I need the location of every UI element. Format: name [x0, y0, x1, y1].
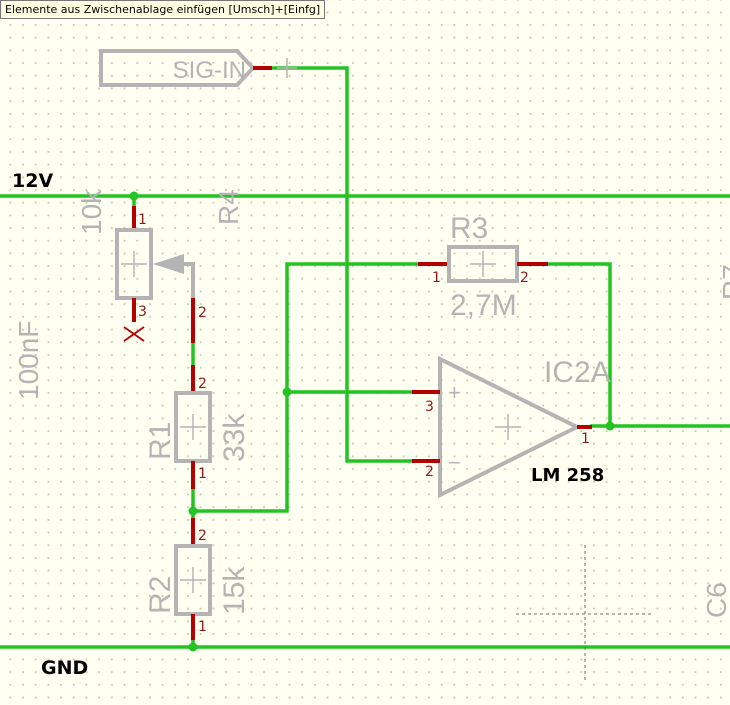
- opamp-pin-2: 2: [425, 464, 434, 480]
- opamp-pin-1: 1: [581, 431, 590, 447]
- junctions: [129, 191, 615, 652]
- r1-value: 33k: [218, 413, 251, 462]
- r2-name: R2: [144, 576, 177, 614]
- wire-feedback: [548, 262, 612, 426]
- opamp-value: LM 258: [531, 465, 604, 486]
- r4-pin-1: 1: [138, 212, 147, 228]
- partial-right-top: R7: [717, 264, 730, 300]
- r3-name: R3: [450, 212, 488, 245]
- r3-value: 2,7M: [450, 289, 517, 322]
- r4-name: R4: [213, 189, 244, 225]
- opamp-minus-sign: −: [448, 450, 461, 475]
- junction-12v: [129, 191, 139, 201]
- r1-name: R1: [144, 422, 177, 460]
- r4-pin-3: 3: [138, 304, 147, 320]
- net-label-12v[interactable]: 12V: [12, 170, 53, 192]
- junction-noninv: [282, 387, 292, 397]
- wire-divider-node: [191, 262, 418, 513]
- r2-pin-1: 1: [198, 619, 207, 635]
- sig-in-port[interactable]: SIG-IN: [99, 49, 297, 87]
- tooltip: Elemente aus Zwischenablage einfügen [Um…: [0, 0, 326, 19]
- r3-resistor[interactable]: 1 2 R3 2,7M: [418, 212, 548, 322]
- partial-left-value: 100nF: [13, 321, 44, 400]
- ic2a-opamp[interactable]: + − 3 2 1 IC2A LM 258: [412, 355, 611, 499]
- r4-potentiometer[interactable]: 1 3 2 10k R4: [76, 189, 244, 343]
- r2-pin-2: 2: [198, 528, 207, 544]
- cursor-crosshair-icon: [516, 545, 654, 683]
- r1-resistor[interactable]: 2 1 R1 33k: [144, 365, 251, 489]
- r4-value: 10k: [76, 189, 107, 235]
- opamp-plus-sign: +: [448, 380, 461, 405]
- r3-pin-2: 2: [520, 270, 529, 286]
- r2-resistor[interactable]: 2 1 R2 15k: [144, 518, 251, 640]
- r2-value: 15k: [218, 566, 251, 615]
- wiper-arrow-icon: [153, 254, 184, 274]
- partial-right-bottom: C6: [701, 582, 730, 618]
- net-label-gnd[interactable]: GND: [41, 657, 88, 679]
- wires: [0, 66, 730, 649]
- opamp-pin-3: 3: [425, 399, 434, 415]
- junction-r1-r2: [188, 506, 198, 516]
- r1-pin-2: 2: [198, 376, 207, 392]
- r1-pin-1: 1: [198, 466, 207, 482]
- junction-output: [605, 421, 615, 431]
- junction-gnd: [188, 642, 198, 652]
- r3-pin-1: 1: [432, 270, 441, 286]
- sig-in-label: SIG-IN: [173, 57, 246, 84]
- opamp-name: IC2A: [544, 356, 611, 389]
- r4-pin-2: 2: [198, 305, 207, 321]
